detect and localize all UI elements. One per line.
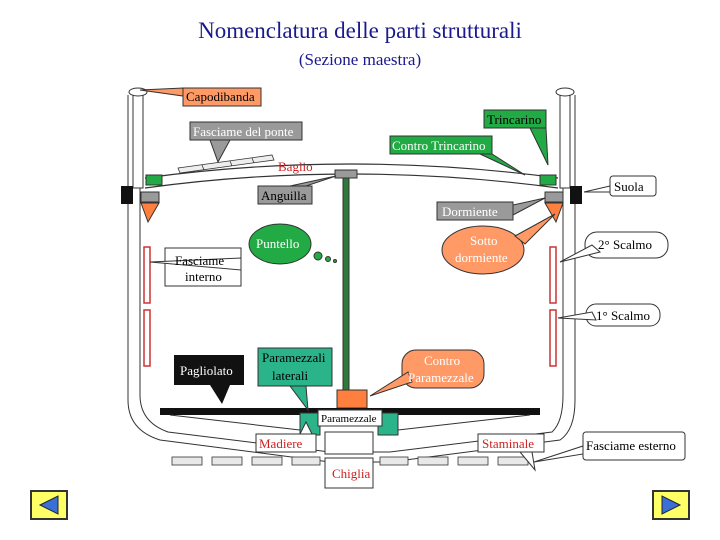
next-button[interactable]: [652, 490, 690, 520]
label-contro-trincarino: Contro Trincarino: [392, 138, 486, 153]
callout-contro-trincarino: Contro Trincarino: [389, 135, 526, 176]
paramezzale-block: [336, 389, 368, 409]
label-fasciame-interno-1: Fasciame: [175, 253, 224, 268]
prev-button[interactable]: [30, 490, 68, 520]
callout-suola: Suola: [583, 175, 657, 197]
arrow-right-icon: [661, 495, 682, 515]
label-secondo-scalmo: 2° Scalmo: [598, 237, 652, 252]
label-trincarino: Trincarino: [487, 112, 541, 127]
label-fasciame-interno-2: interno: [185, 269, 222, 284]
label-chiglia: Chiglia: [332, 466, 371, 481]
page-subtitle: (Sezione maestra): [298, 50, 422, 69]
label-pagliolato: Pagliolato: [180, 363, 233, 378]
frames-right: [549, 246, 557, 367]
capodibanda-posts: [128, 87, 575, 189]
label-madiere: Madiere: [259, 436, 303, 451]
callout-secondo-scalmo: 2° Scalmo: [559, 231, 669, 263]
deck-planks: [177, 154, 275, 174]
dormiente-right: [544, 191, 564, 203]
callout-contro-paramezzale: Contro Paramezzale: [369, 349, 485, 397]
callout-madiere: Madiere: [255, 420, 317, 453]
label-paramezzale: Paramezzale: [321, 413, 377, 425]
label-dormiente: Dormiente: [442, 204, 498, 219]
page-title: Nomenclatura delle parti strutturali: [198, 18, 522, 43]
label-sotto-dormiente-1: Sotto: [470, 233, 497, 248]
callout-trincarino: Trincarino: [483, 109, 549, 166]
label-contro-paramezzale-2: Paramezzale: [408, 370, 474, 385]
callout-dormiente: Dormiente: [436, 197, 546, 221]
callout-capodibanda: Capodibanda: [139, 87, 262, 107]
trincarino-right: [539, 174, 557, 186]
callout-primo-scalmo: 1° Scalmo: [557, 303, 661, 327]
callout-paramezzali-laterali: Paramezzali laterali: [257, 347, 333, 412]
suola-left: [121, 186, 133, 204]
label-primo-scalmo: 1° Scalmo: [596, 308, 650, 323]
chiglia-block: [324, 431, 374, 455]
callout-fasciame-ponte: Fasciame del ponte: [189, 121, 303, 164]
outer-planks: [171, 456, 529, 466]
label-contro-paramezzale-1: Contro: [424, 353, 460, 368]
label-puntello: Puntello: [256, 236, 299, 251]
arrow-left-icon: [38, 495, 59, 515]
label-paramezzali-2: laterali: [272, 368, 308, 383]
callout-fasciame-interno: Fasciame interno: [149, 247, 242, 287]
callout-staminale: Staminale: [477, 433, 545, 472]
label-staminale: Staminale: [482, 436, 534, 451]
madiere-lines: [169, 414, 531, 431]
callout-fasciame-esterno: Fasciame esterno: [533, 431, 686, 463]
label-anguilla: Anguilla: [261, 188, 307, 203]
label-paramezzali-1: Paramezzali: [262, 350, 326, 365]
callout-anguilla: Anguilla: [257, 175, 337, 205]
callout-sotto-dormiente: Sotto dormiente: [441, 213, 556, 275]
anguilla-strip: [334, 169, 358, 179]
suola-right: [570, 186, 582, 204]
callout-puntello: Puntello: [248, 223, 337, 265]
label-fasciame-esterno: Fasciame esterno: [586, 438, 676, 453]
dormiente-left: [140, 191, 160, 203]
label-suola: Suola: [614, 179, 644, 194]
label-capodibanda: Capodibanda: [186, 89, 255, 104]
puntello-pillar: [342, 177, 350, 391]
callout-pagliolato: Pagliolato: [174, 355, 244, 404]
label-fasciame-ponte: Fasciame del ponte: [193, 124, 294, 139]
trincarino-left: [145, 174, 163, 186]
frames-left: [143, 246, 151, 367]
callout-chiglia: Chiglia: [324, 457, 374, 489]
label-sotto-dormiente-2: dormiente: [455, 250, 508, 265]
sotto-dormiente-right: [544, 202, 564, 224]
callout-paramezzale: Paramezzale: [317, 409, 383, 427]
label-baglio: Baglio: [278, 159, 313, 174]
sotto-dormiente-left: [140, 202, 160, 224]
